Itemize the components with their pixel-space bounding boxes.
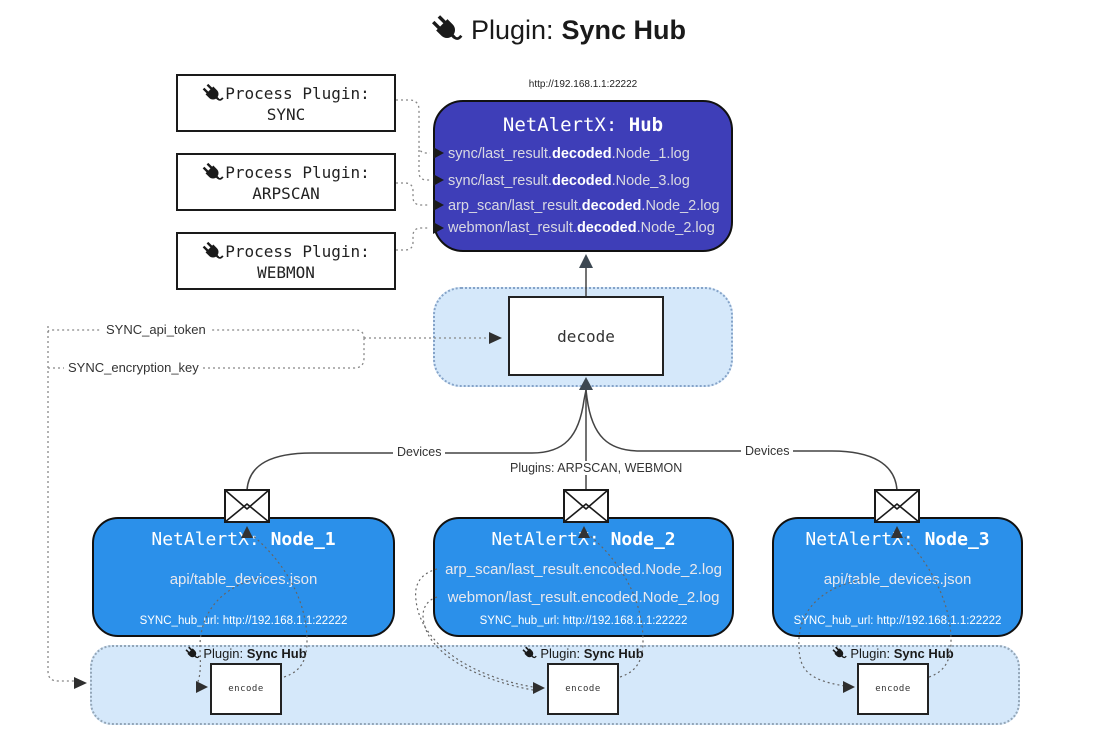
hub-box: NetAlertX: Hub sync/last_result.decoded.…	[433, 100, 733, 252]
decode-label: decode	[557, 326, 615, 346]
node-file-line: arp_scan/last_result.encoded.Node_2.log	[445, 561, 722, 578]
plug-icon	[185, 646, 201, 661]
node-hub-url: SYNC_hub_url: http://192.168.1.1:22222	[479, 615, 688, 627]
sync-api-token-label: SYNC_api_token	[102, 322, 210, 337]
process-plugin-name: SYNC	[266, 104, 306, 124]
process-plugin-label: Process Plugin:	[225, 84, 370, 103]
process-plugin-box-webmon: Process Plugin: WEBMON	[176, 232, 396, 290]
encode-box-2: encode	[547, 663, 619, 715]
encode-box-1: encode	[210, 663, 282, 715]
plugins-edge-label: Plugins: ARPSCAN, WEBMON	[506, 461, 687, 475]
devices-edge-label-right: Devices	[741, 444, 794, 458]
plugin-to-hub-wires	[396, 99, 430, 251]
hub-log-line: sync/last_result.decoded.Node_3.log	[448, 173, 690, 189]
encode-plugin-label-1: Plugin: Sync Hub	[161, 646, 331, 661]
page-title-bold: Sync Hub	[561, 14, 687, 45]
hub-title-prefix: NetAlertX:	[502, 114, 629, 136]
node-title: NetAlertX: Node_3	[805, 529, 990, 550]
node-file-line: api/table_devices.json	[169, 571, 318, 588]
page-title: Plugin: Sync Hub	[0, 14, 1117, 46]
hub-log-line: webmon/last_result.decoded.Node_2.log	[448, 220, 715, 236]
node-hub-url: SYNC_hub_url: http://192.168.1.1:22222	[139, 615, 348, 627]
encode-plugin-label-3: Plugin: Sync Hub	[808, 646, 978, 661]
hub-title: NetAlertX: Hub	[435, 114, 731, 136]
plug-icon	[522, 646, 538, 661]
hub-log-line: sync/last_result.decoded.Node_1.log	[448, 146, 690, 162]
node-file-line: api/table_devices.json	[823, 571, 972, 588]
plug-icon	[430, 14, 463, 46]
plug-icon	[832, 646, 848, 661]
encode-box-3: encode	[857, 663, 929, 715]
plug-icon	[202, 161, 225, 184]
process-plugin-box-arpscan: Process Plugin: ARPSCAN	[176, 153, 396, 211]
process-plugin-label: Process Plugin:	[225, 163, 370, 182]
node-title: NetAlertX: Node_1	[151, 529, 336, 550]
node-hub-url: SYNC_hub_url: http://192.168.1.1:22222	[793, 615, 1002, 627]
plug-icon	[202, 240, 225, 263]
devices-edge-label-left: Devices	[393, 445, 446, 459]
sync-encryption-key-label: SYNC_encryption_key	[64, 360, 203, 375]
hub-title-bold: Hub	[628, 114, 664, 136]
process-plugin-name: WEBMON	[257, 262, 315, 282]
process-plugin-name: ARPSCAN	[252, 183, 320, 203]
node-box-3: NetAlertX: Node_3 api/table_devices.json…	[772, 517, 1023, 637]
hub-log-line: arp_scan/last_result.decoded.Node_2.log	[448, 198, 720, 214]
plug-icon	[202, 82, 225, 105]
hub-url-label: http://192.168.1.1:22222	[528, 79, 638, 90]
process-plugin-label: Process Plugin:	[225, 242, 370, 261]
encode-plugin-label-2: Plugin: Sync Hub	[498, 646, 668, 661]
node-box-1: NetAlertX: Node_1 api/table_devices.json…	[92, 517, 395, 637]
node-file-line: webmon/last_result.encoded.Node_2.log	[447, 589, 720, 606]
node-title: NetAlertX: Node_2	[491, 529, 676, 550]
decode-box: decode	[508, 296, 664, 376]
node-box-2: NetAlertX: Node_2 arp_scan/last_result.e…	[433, 517, 734, 637]
process-plugin-box-sync: Process Plugin: SYNC	[176, 74, 396, 132]
page-title-prefix: Plugin:	[470, 14, 554, 45]
